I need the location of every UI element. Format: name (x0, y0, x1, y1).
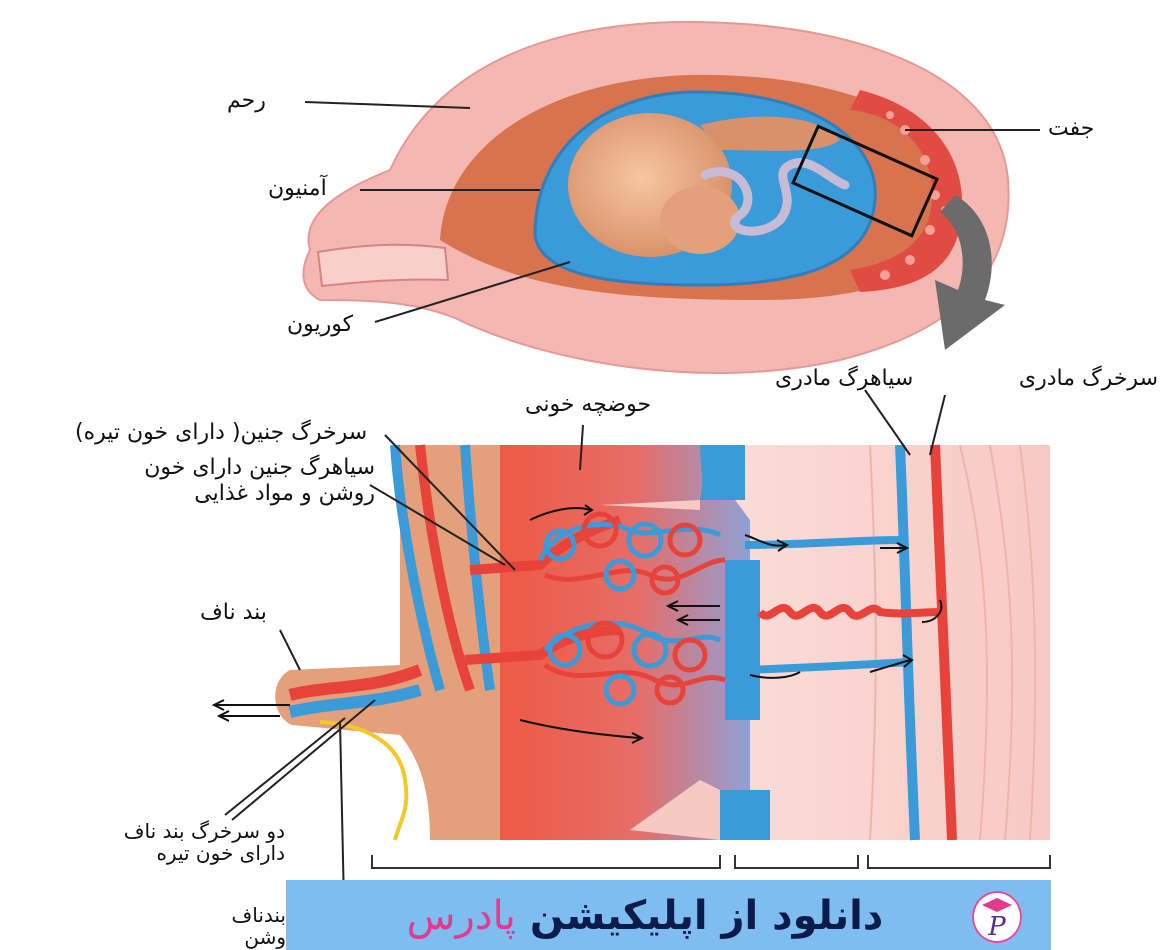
label-umbilical-cord: بند ناف (200, 600, 267, 626)
label-blood-pool: حوضچه خونی (525, 392, 651, 418)
banner-text-main: دانلود از اپلیکیشن (530, 893, 883, 939)
app-logo-icon[interactable]: P (972, 891, 1022, 943)
label-two-arteries: دو سرخرگ بند ناف دارای خون تیره (0, 820, 285, 864)
septum-mid (725, 560, 760, 720)
label-maternal-vein: سیاهرگ مادری (775, 366, 913, 392)
label-placenta: جفت (1048, 116, 1094, 142)
logo-letter: P (987, 912, 1006, 942)
label-fetal-artery: سرخرگ جنین( دارای خون تیره) (75, 420, 367, 446)
label-two-arteries-line1: دو سرخرگ بند ناف (0, 820, 285, 842)
label-fetal-vein-line2: روشن و مواد غذایی (5, 481, 375, 507)
region-brackets (372, 855, 1050, 868)
label-cord-vein: بندناف وشن (190, 904, 286, 948)
septum-bottom (720, 790, 770, 840)
label-fetal-vein-line1: سیاهرگ جنین دارای خون (5, 455, 375, 481)
label-cord-vein-line1: بندناف (190, 904, 286, 926)
label-cord-vein-line2: وشن (190, 926, 286, 948)
label-uterus: رحم (227, 88, 266, 114)
label-amnion: آمنیون (268, 176, 327, 202)
septum-top (700, 445, 745, 500)
fetus-head (660, 186, 740, 254)
cervix (318, 245, 448, 286)
label-fetal-vein: سیاهرگ جنین دارای خون روشن و مواد غذایی (5, 455, 375, 507)
maternal-spiral-artery (760, 608, 945, 616)
uterus-illustration (303, 22, 1040, 373)
cord-yellow-nerve (320, 722, 406, 840)
label-maternal-artery: سرخرگ مادری (1019, 366, 1158, 392)
banner-text[interactable]: دانلود از اپلیکیشن پادرس (345, 888, 945, 944)
label-chorion: کوریون (287, 312, 353, 338)
maternal-wall (730, 445, 1050, 840)
label-two-arteries-line2: دارای خون تیره (0, 842, 285, 864)
banner-brand: پادرس (407, 893, 516, 939)
